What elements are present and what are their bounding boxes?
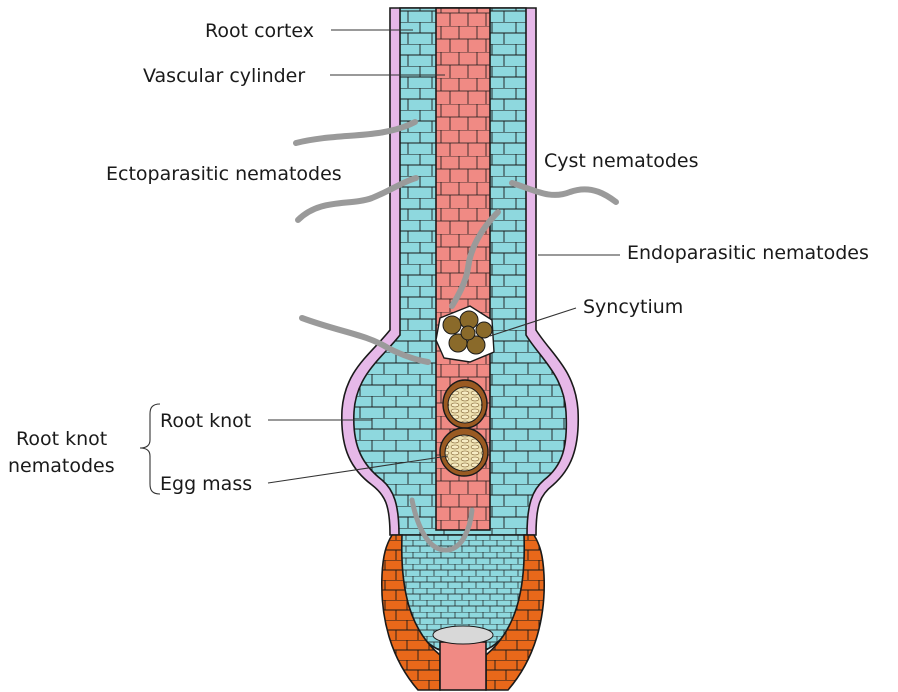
label-root-cortex: Root cortex: [205, 20, 314, 42]
label-endoparasitic-nematodes: Endoparasitic nematodes: [627, 242, 869, 264]
root-cap-center: [440, 642, 486, 690]
label-syncytium: Syncytium: [583, 296, 683, 318]
label-cyst-nematodes: Cyst nematodes: [544, 150, 699, 172]
label-root-knot-nematodes-line2: nematodes: [8, 455, 115, 477]
quiescent-center: [433, 626, 493, 644]
label-egg-mass: Egg mass: [160, 473, 252, 495]
label-ectoparasitic-nematodes: Ectoparasitic nematodes: [106, 163, 342, 185]
egg-mass-shape: [440, 428, 488, 476]
label-vascular-cylinder: Vascular cylinder: [143, 65, 305, 87]
label-root-knot-nematodes-line1: Root knot: [16, 428, 107, 450]
giant-cell-upper: [443, 380, 487, 428]
label-root-knot: Root knot: [160, 410, 251, 432]
